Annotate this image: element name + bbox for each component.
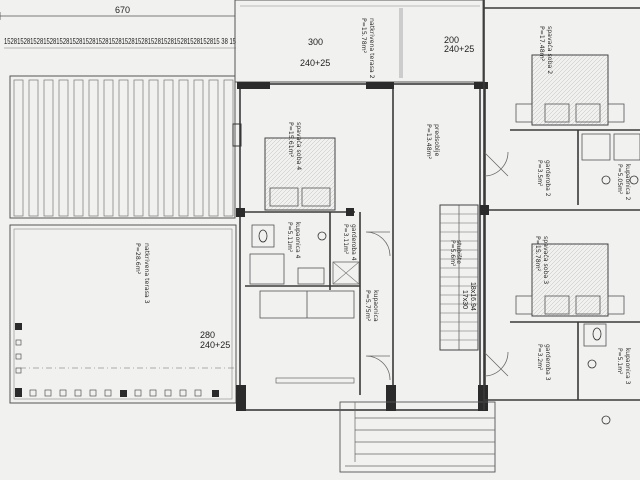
room-bathroom-2-area: P=5.05m² (616, 164, 623, 195)
room-terrace-3-name: natkrivena terasa 3 (143, 243, 150, 304)
terrace-2-span-label: 300 (308, 37, 323, 47)
room-wardrobe-4-area: P=3.11m² (342, 224, 349, 255)
room-bedroom-4-area: P=15.61m² (287, 122, 294, 158)
room-bedroom-3-name: spavaća soba 3 (542, 236, 550, 284)
top-width-label: 670 (115, 5, 130, 15)
room-terrace-2-name: natkrivena terasa 2 (368, 18, 375, 79)
terrace-2-outline (234, 0, 484, 83)
room-labels: natkrivena terasa 2 P=15.78m² spavaća so… (134, 18, 631, 385)
room-bedroom-3-area: P=15.78m² (534, 236, 541, 272)
room-stairs-name: stubište (455, 240, 462, 264)
room-laundry-name: kupaonica (372, 290, 379, 322)
bedroom-3-bed (515, 243, 625, 317)
dimension-labels: 300 240+25 200 240+25 280 240+25 17x30 1… (200, 35, 476, 350)
room-wardrobe-2-name: garderoba 2 (544, 160, 551, 197)
room-bathroom-2-name: kupaonica 2 (624, 164, 631, 201)
room-bathroom-4-area: P=5.11m² (286, 222, 293, 253)
bathroom-4-fixtures (249, 224, 327, 285)
room-wardrobe-3-area: P=3.2m² (536, 344, 543, 371)
room-laundry-area: P=5.75m² (364, 290, 371, 322)
room-bathroom-4-name: kupaonica 4 (294, 222, 301, 259)
entrance-steps (339, 401, 496, 473)
bedroom-4-bed (264, 137, 336, 211)
room-stairs-area: P=5.6m² (449, 240, 456, 267)
room-hallway-area: P=13.48m² (425, 124, 432, 160)
terrace-2-span-sub-label: 240+25 (300, 58, 330, 68)
room-hallway-name: predsoblje (433, 124, 440, 156)
laundry-fixtures (259, 290, 355, 384)
bedroom-2-bed (515, 54, 625, 126)
right-bathroom-fixtures (581, 133, 640, 425)
right-block-walls (480, 0, 640, 410)
terrace-3-span-sub-label: 240+25 (200, 340, 230, 350)
pergola-slats (9, 75, 236, 219)
door-swings (365, 151, 509, 381)
stair-spec-1-label: 17x30 (461, 290, 468, 309)
repeat-dimension-strip: 1528152815281528152815281528152815281528… (4, 37, 236, 46)
room-bathroom-3-name: kupaonica 3 (624, 348, 631, 385)
room-terrace-2-area: P=15.78m² (360, 18, 367, 54)
room-wardrobe-2-area: P=3.5m² (536, 160, 543, 187)
staircase (439, 204, 479, 351)
room-wardrobe-4-name: garderoba 4 (350, 224, 357, 261)
room-bedroom-4-name: spavaća soba 4 (295, 122, 303, 170)
room-terrace-3-area: P=28.6m² (134, 243, 141, 275)
room-bathroom-3-area: P=5.1m² (616, 348, 623, 375)
room-wardrobe-3-name: garderoba 3 (544, 344, 551, 381)
stair-spec-2-label: 18x16.94 (469, 282, 476, 311)
room-bedroom-2-area: P=17.48m² (538, 26, 545, 62)
wardrobe-4-shelving (332, 261, 360, 285)
center-span-label: 200 (444, 35, 459, 45)
terrace-3-outline (9, 224, 237, 404)
center-span-sub-label: 240+25 (444, 44, 474, 54)
room-bedroom-2-name: spavaća soba 2 (546, 26, 554, 74)
middle-block-walls (232, 82, 488, 411)
terrace-3-span-label: 280 (200, 330, 215, 340)
